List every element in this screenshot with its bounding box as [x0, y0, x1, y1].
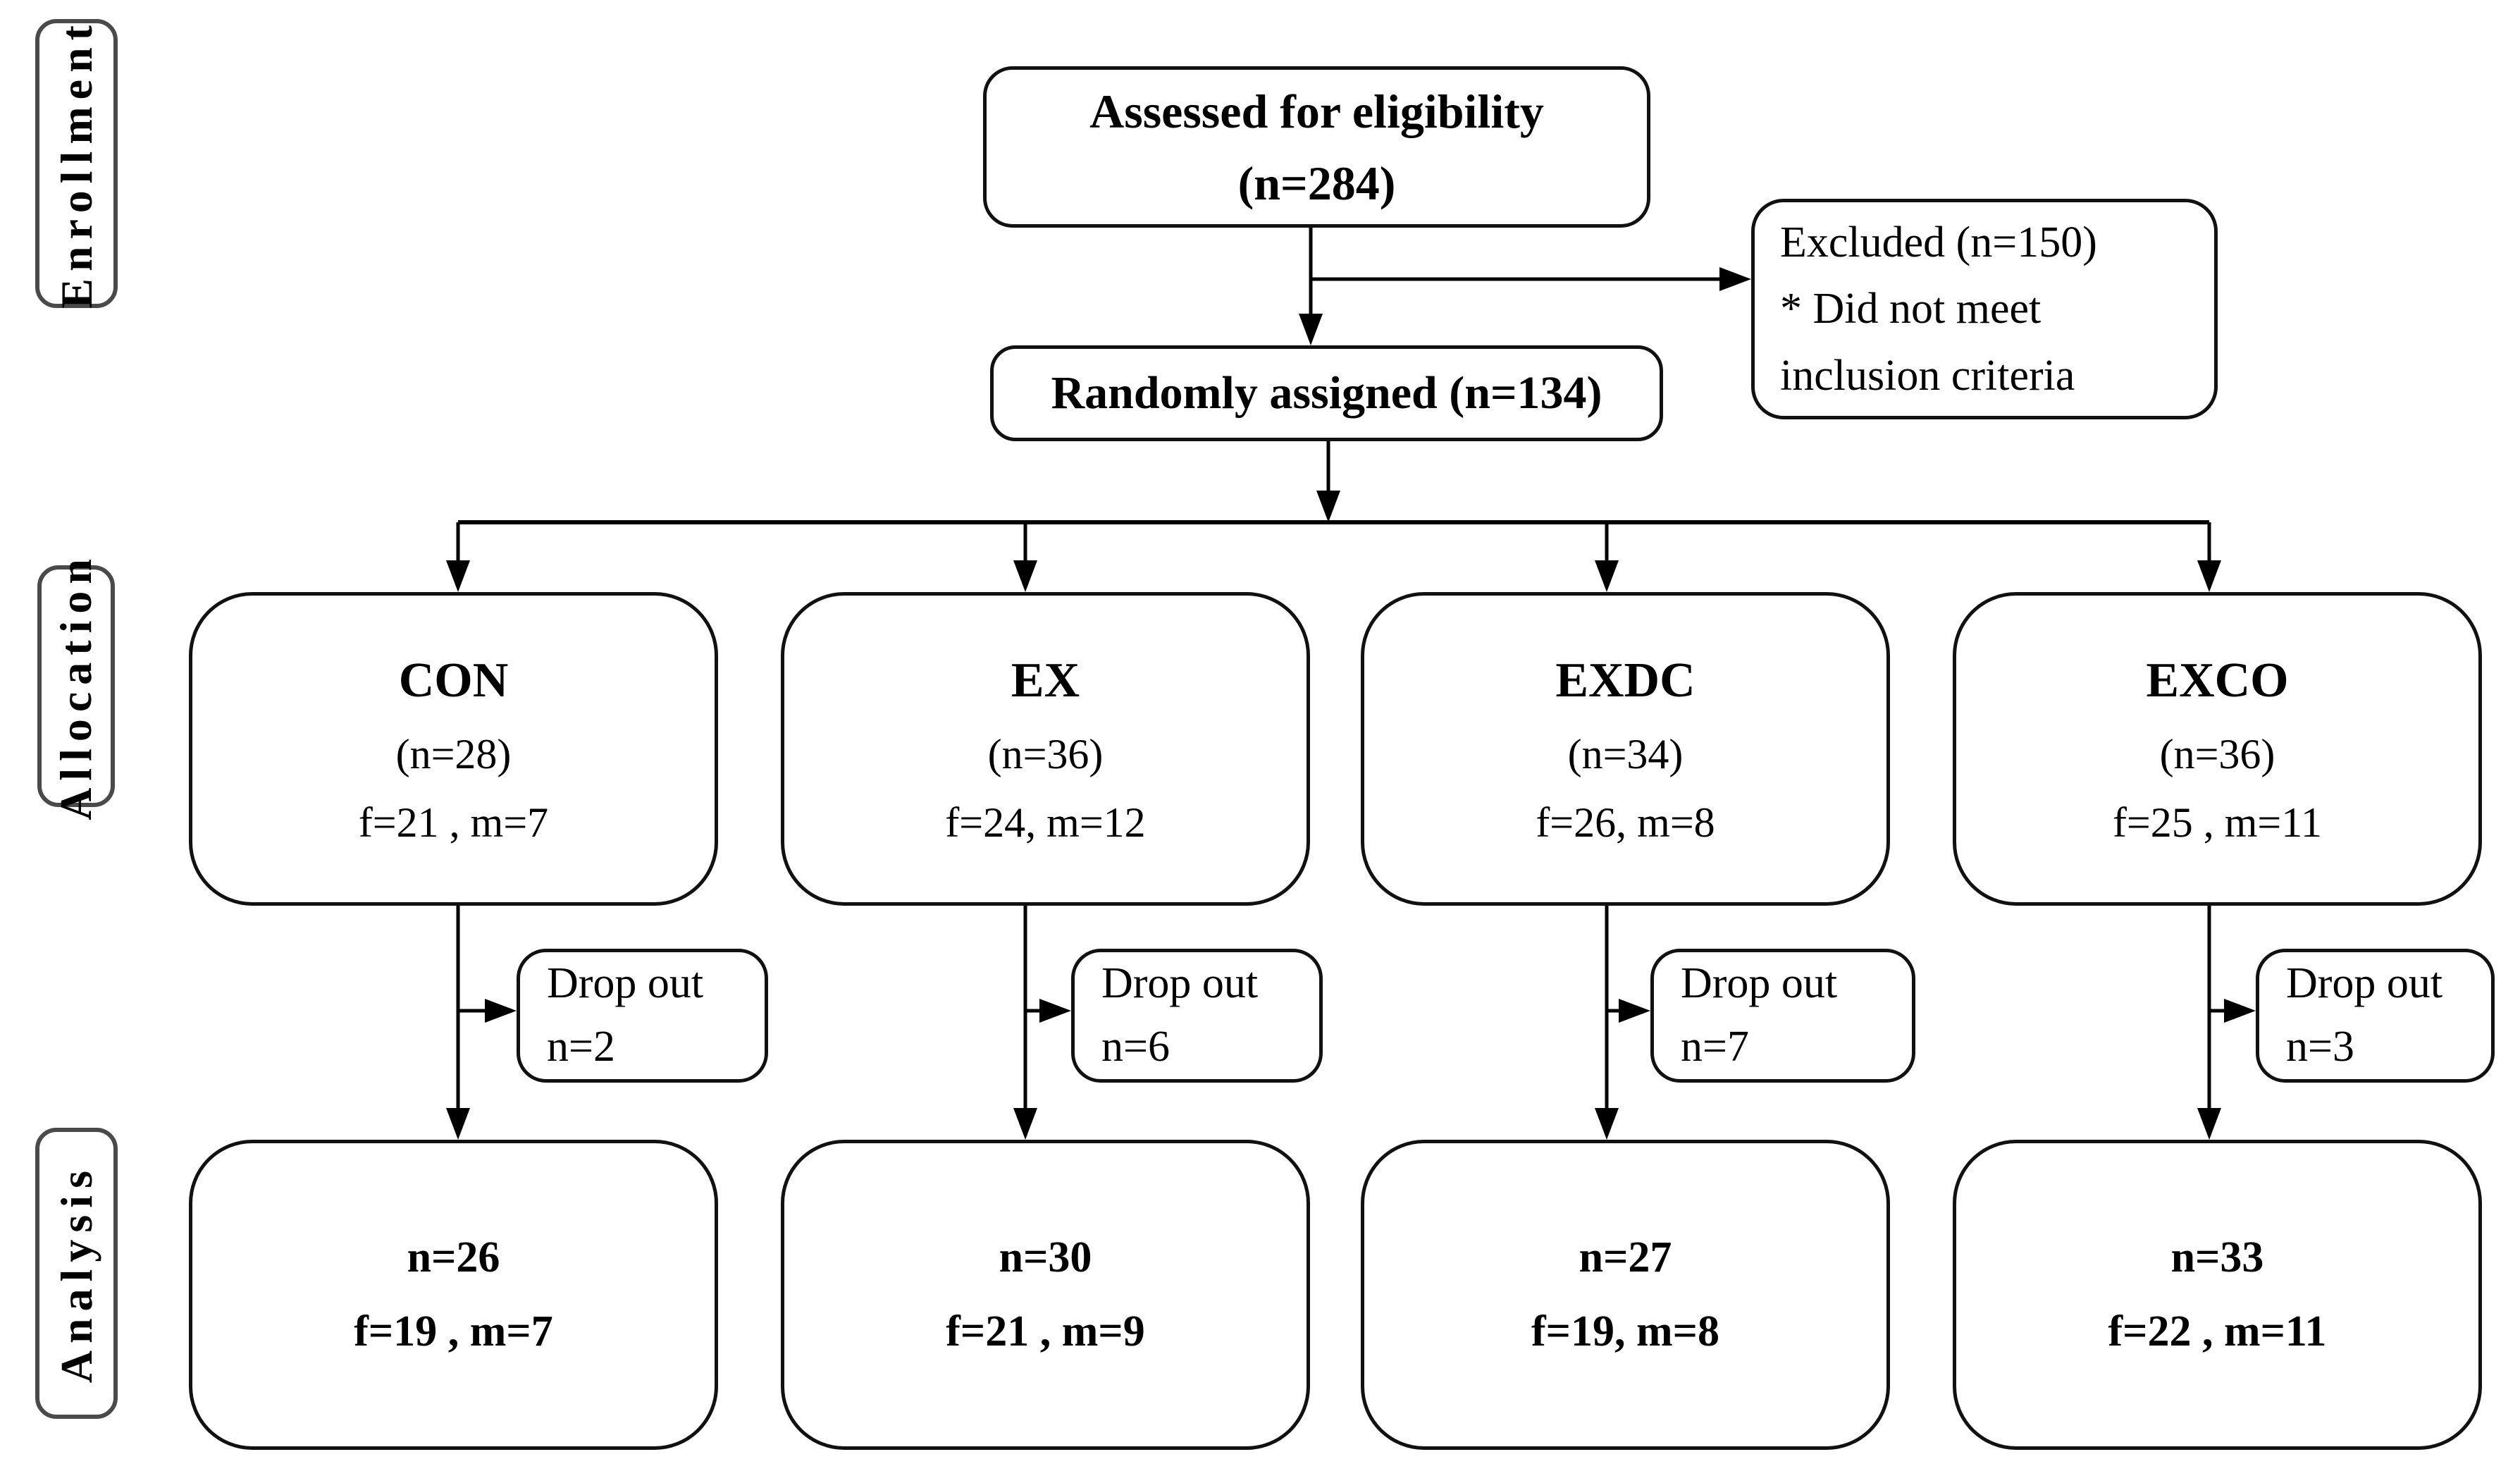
group-name: EX — [1011, 653, 1080, 708]
group-sex: f=24, m=12 — [945, 799, 1146, 847]
analysis-sex: f=22 , m=11 — [2108, 1307, 2327, 1355]
dropout-n: n=2 — [547, 1023, 615, 1071]
allocation-box-exdc: EXDC (n=34) f=26, m=8 — [1361, 592, 1890, 906]
stage-label-enrollment-text: Enrollment — [51, 18, 101, 309]
analysis-sex: f=21 , m=9 — [946, 1307, 1145, 1355]
arrowhead-exco — [2197, 560, 2221, 592]
group-n: (n=36) — [2159, 731, 2275, 777]
dropout-box-exco: Drop out n=3 — [2256, 949, 2495, 1083]
analysis-n: n=26 — [407, 1233, 500, 1281]
dropout-box-ex: Drop out n=6 — [1071, 949, 1323, 1083]
analysis-box-exdc: n=27 f=19, m=8 — [1361, 1140, 1890, 1450]
allocation-box-con: CON (n=28) f=21 , m=7 — [189, 592, 718, 906]
dropout-label: Drop out — [1101, 959, 1259, 1008]
stage-label-allocation: Allocation — [37, 552, 115, 820]
assessed-title: Assessed for eligibility — [1089, 84, 1544, 138]
group-n: (n=36) — [987, 731, 1104, 777]
arrowhead-ex-analysis — [1013, 1108, 1037, 1140]
group-sex: f=25 , m=11 — [2112, 799, 2323, 847]
dropout-n: n=7 — [1681, 1023, 1749, 1071]
stage-label-enrollment: Enrollment — [35, 18, 118, 309]
arrowhead-con-dropout — [485, 999, 517, 1023]
excluded-line: * Did not meet — [1780, 285, 2042, 333]
analysis-n: n=30 — [999, 1233, 1092, 1281]
dropout-label: Drop out — [2286, 959, 2443, 1008]
assessed-for-eligibility-box: Assessed for eligibility (n=284) — [983, 66, 1650, 228]
group-sex: f=21 , m=7 — [358, 799, 549, 847]
excluded-box: Excluded (n=150) * Did not meet inclusio… — [1751, 199, 2218, 419]
excluded-line: inclusion criteria — [1780, 351, 2075, 400]
allocation-box-ex: EX (n=36) f=24, m=12 — [781, 592, 1310, 906]
dropout-box-exdc: Drop out n=7 — [1650, 949, 1915, 1083]
arrowhead-exco-dropout — [2224, 999, 2256, 1023]
arrowhead-con — [446, 560, 470, 592]
randomly-assigned-box: Randomly assigned (n=134) — [990, 345, 1663, 441]
analysis-box-con: n=26 f=19 , m=7 — [189, 1140, 718, 1450]
group-n: (n=34) — [1567, 731, 1684, 777]
dropout-n: n=3 — [2286, 1023, 2354, 1071]
dropout-n: n=6 — [1101, 1023, 1170, 1071]
analysis-box-ex: n=30 f=21 , m=9 — [781, 1140, 1310, 1450]
arrowhead-ex — [1013, 560, 1037, 592]
arrowhead-branch — [1316, 491, 1340, 522]
dropout-box-con: Drop out n=2 — [517, 949, 768, 1083]
analysis-box-exco: n=33 f=22 , m=11 — [1953, 1140, 2482, 1450]
assessed-n: (n=284) — [1237, 156, 1396, 210]
group-name: EXDC — [1555, 653, 1696, 708]
arrowhead-ex-dropout — [1039, 999, 1071, 1023]
analysis-n: n=33 — [2170, 1233, 2264, 1281]
analysis-n: n=27 — [1579, 1233, 1672, 1281]
analysis-sex: f=19 , m=7 — [354, 1307, 553, 1355]
arrowhead-exdc — [1595, 560, 1619, 592]
dropout-label: Drop out — [1681, 959, 1838, 1008]
analysis-sex: f=19, m=8 — [1531, 1307, 1719, 1355]
stage-label-allocation-text: Allocation — [51, 552, 101, 820]
arrowhead-excluded — [1719, 267, 1751, 291]
arrowhead-exdc-analysis — [1595, 1108, 1619, 1140]
group-n: (n=28) — [395, 731, 512, 777]
stage-label-analysis-text: Analysis — [51, 1163, 101, 1384]
arrowhead-con-analysis — [446, 1108, 470, 1140]
excluded-line: Excluded (n=150) — [1780, 219, 2097, 267]
arrowhead-exco-analysis — [2197, 1108, 2221, 1140]
randomly-assigned-label: Randomly assigned (n=134) — [1051, 367, 1602, 419]
arrowhead-exdc-dropout — [1619, 999, 1650, 1023]
arrowhead-randomized — [1299, 314, 1323, 345]
group-name: CON — [398, 653, 509, 708]
allocation-box-exco: EXCO (n=36) f=25 , m=11 — [1953, 592, 2482, 906]
dropout-label: Drop out — [547, 959, 704, 1008]
stage-label-analysis: Analysis — [35, 1128, 118, 1419]
group-name: EXCO — [2146, 653, 2289, 708]
group-sex: f=26, m=8 — [1536, 799, 1715, 847]
